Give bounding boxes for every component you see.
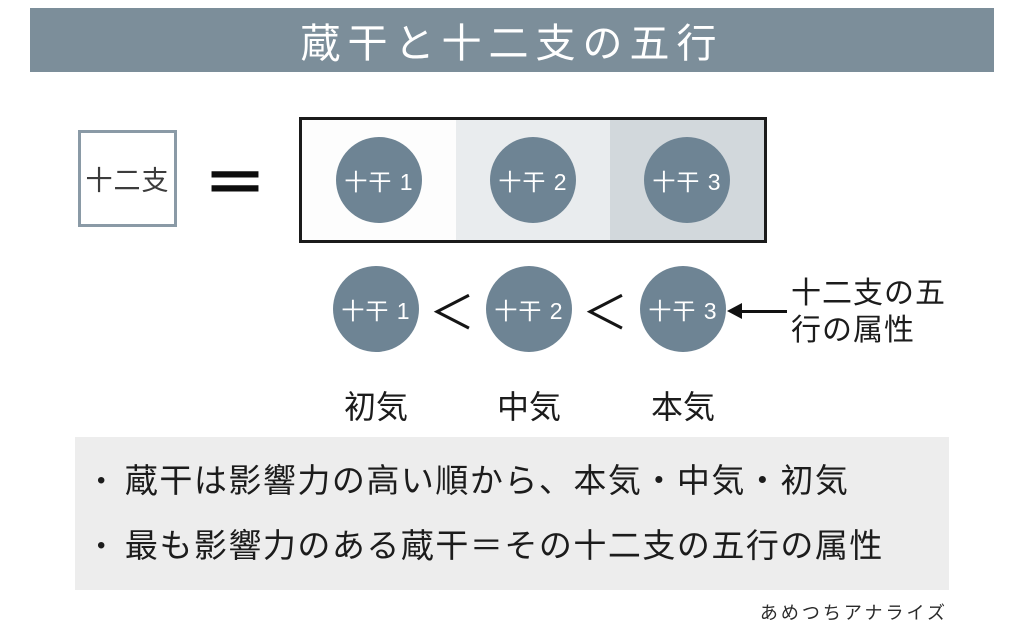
annotation-line-2: 行の属性 <box>791 313 915 347</box>
less-than-sign-1: ＜ <box>429 287 475 339</box>
panel-section-2: 十干 2 <box>456 120 610 240</box>
panel-section-3: 十干 3 <box>610 120 764 240</box>
equals-sign: ＝ <box>203 150 266 219</box>
arrow-head-icon <box>727 303 742 319</box>
annotation-line-1: 十二支の五 <box>791 277 946 310</box>
annotation-text: 十二支の五 行の属性 <box>791 276 991 349</box>
stem-circle-row2-2: 十干 2 <box>486 266 572 352</box>
stem-circle-row1-2: 十干 2 <box>490 137 576 223</box>
note-text-1: 蔵干は影響力の高い順から、本気・中気・初気 <box>124 462 850 499</box>
stem-label: 十干 3 <box>652 169 722 195</box>
panel-section-1: 十干 1 <box>302 120 456 240</box>
stem-circle-row2-1: 十干 1 <box>333 266 419 352</box>
stem-circle-row2-3: 十干 3 <box>640 266 726 352</box>
attribute-pointer-arrow <box>727 302 787 320</box>
stem-label: 十干 3 <box>648 298 718 324</box>
less-than-sign-2: ＜ <box>582 287 628 339</box>
notes-box: • 蔵干は影響力の高い順から、本気・中気・初気 • 最も影響力のある蔵干＝その十… <box>75 437 949 590</box>
zodiac-box: 十二支 <box>78 130 177 227</box>
stem-label: 十干 2 <box>494 298 564 324</box>
note-text-2: 最も影響力のある蔵干＝その十二支の五行の属性 <box>124 527 884 564</box>
bullet-icon: • <box>97 467 107 494</box>
title-bar: 蔵干と十二支の五行 <box>30 8 994 72</box>
bullet-icon: • <box>97 532 107 559</box>
stage-label-shoki: 初気 <box>343 389 408 425</box>
footer-credit: あめつちアナライズ <box>759 603 948 623</box>
note-item: • 蔵干は影響力の高い順から、本気・中気・初気 <box>97 454 929 502</box>
stage-label-chuki: 中気 <box>496 389 561 425</box>
stage-label-honki: 本気 <box>650 389 715 425</box>
page-title: 蔵干と十二支の五行 <box>300 22 724 66</box>
stem-circle-row1-1: 十干 1 <box>336 137 422 223</box>
note-item: • 最も影響力のある蔵干＝その十二支の五行の属性 <box>97 519 929 567</box>
stem-label: 十干 1 <box>344 169 414 195</box>
arrow-line <box>742 309 787 313</box>
stem-circle-row1-3: 十干 3 <box>644 137 730 223</box>
stem-label: 十干 2 <box>498 169 568 195</box>
stem-label: 十干 1 <box>341 298 411 324</box>
zodiac-box-label: 十二支 <box>85 166 170 196</box>
hidden-stems-panel: 十干 1 十干 2 十干 3 <box>299 117 767 243</box>
